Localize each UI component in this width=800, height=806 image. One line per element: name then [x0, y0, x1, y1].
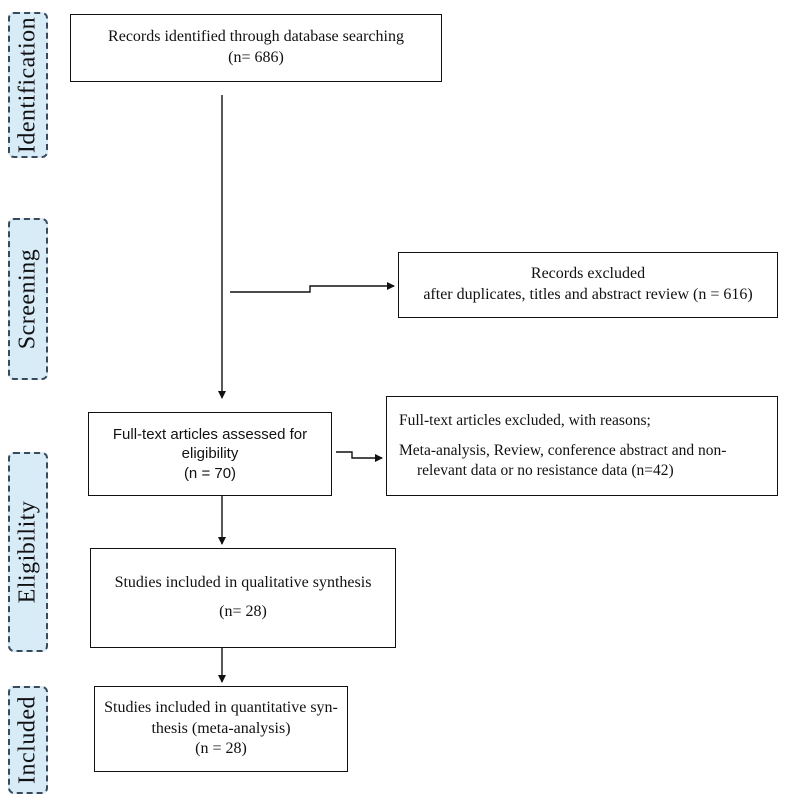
records-identified-count: (n= 686) [228, 49, 284, 66]
full-text-assessed-count: (n = 70) [183, 464, 237, 482]
quantitative-synthesis-count: (n = 28) [195, 740, 247, 758]
arrow-to-records-excluded [230, 282, 395, 293]
box-quantitative-synthesis: Studies included in quantitative syn- th… [94, 686, 348, 772]
records-excluded-title: Records excluded [530, 265, 646, 283]
phase-screening: Screening [8, 218, 48, 380]
box-qualitative-synthesis: Studies included in qualitative synthesi… [90, 548, 396, 648]
box-records-identified: Records identified through database sear… [70, 14, 442, 82]
box-full-text-assessed: Full-text articles assessed for eligibil… [88, 412, 332, 496]
arrow-to-full-text-excluded [336, 451, 383, 462]
qualitative-synthesis-count: (n= 28) [219, 603, 267, 620]
full-text-excluded-reason: Meta-analysis, Review, conference abstra… [399, 442, 727, 460]
quantitative-synthesis-text: Studies included in quantitative syn- [104, 698, 338, 716]
qualitative-synthesis-text: Studies included in qualitative synthesi… [114, 574, 372, 592]
box-records-excluded: Records excluded after duplicates, title… [398, 252, 778, 318]
records-identified-text: Records identified through database sear… [108, 28, 404, 46]
phase-eligibility: Eligibility [8, 452, 48, 652]
full-text-assessed-text-2: eligibility [181, 445, 239, 463]
records-excluded-reason: after duplicates, titles and abstract re… [423, 286, 753, 303]
full-text-excluded-heading: Full-text articles excluded, with reason… [399, 412, 651, 429]
full-text-assessed-text: Full-text articles assessed for [112, 425, 308, 443]
quantitative-synthesis-text-2: thesis (meta-analysis) [151, 719, 291, 737]
box-full-text-excluded: Full-text articles excluded, with reason… [386, 396, 778, 496]
phase-included: Included [8, 686, 48, 794]
phase-identification: Identification [8, 12, 48, 158]
full-text-excluded-reason-cont: relevant data or no resistance data (n=4… [417, 462, 674, 480]
